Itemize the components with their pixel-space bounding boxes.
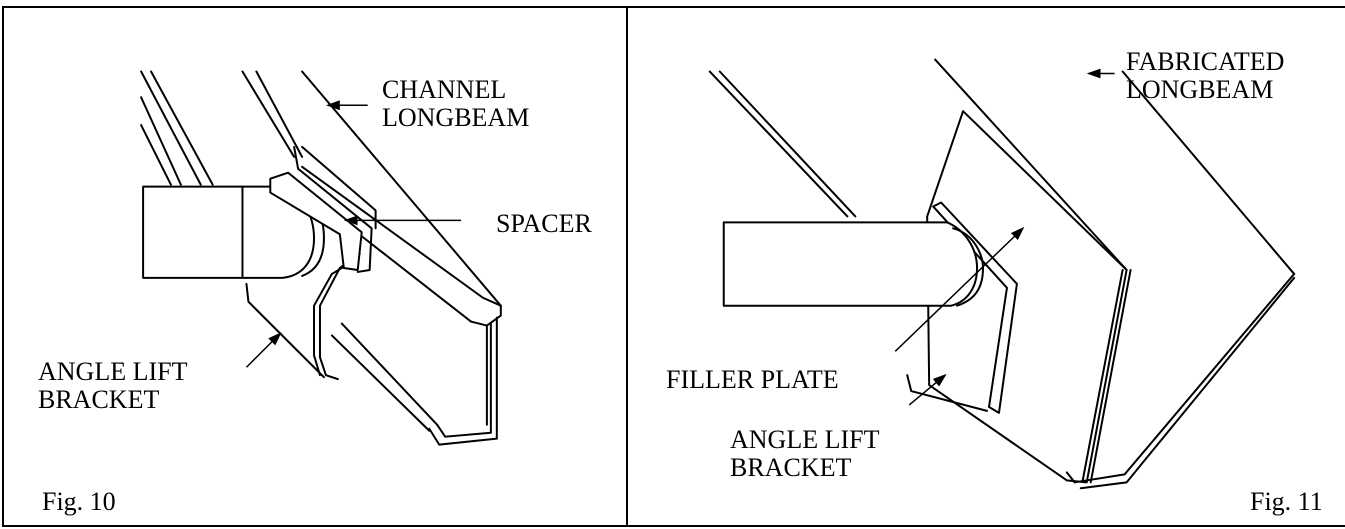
rail-lines [140, 70, 502, 307]
channel-longbeam [301, 165, 502, 446]
spacer-label: SPACER [496, 209, 592, 238]
figure-10-label: Fig. 10 [42, 487, 116, 516]
shaft [722, 221, 985, 307]
filler-plate-label: FILLER PLATE [666, 365, 839, 394]
shaft [142, 185, 325, 279]
angle-lift-bracket-label: ANGLE LIFT BRACKET [38, 357, 188, 414]
spacer-plate [269, 145, 377, 273]
figure-10-drawing [140, 70, 502, 446]
rail-lines [708, 58, 1296, 275]
fabricated-longbeam [1065, 268, 1296, 490]
channel-longbeam-label: CHANNEL LONGBEAM [382, 75, 530, 132]
figure-11-drawing [708, 58, 1296, 490]
figure-11-label: Fig. 11 [1250, 487, 1323, 516]
filler-plate [926, 110, 1128, 484]
figure-10-panel: CHANNEL LONGBEAM SPACER ANGLE LIFT BRACK… [2, 6, 628, 527]
figure-11-panel: FABRICATED LONGBEAM FILLER PLATE ANGLE L… [626, 6, 1345, 527]
angle-lift-bracket-label: ANGLE LIFT BRACKET [730, 425, 880, 482]
fabricated-longbeam-label: FABRICATED LONGBEAM [1126, 47, 1285, 104]
